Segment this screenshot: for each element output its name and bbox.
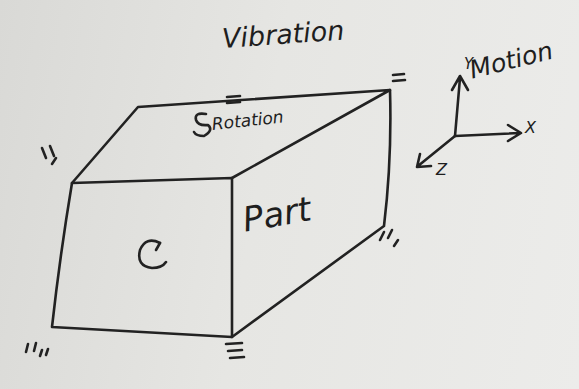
top-face xyxy=(72,90,390,183)
vibration-mark xyxy=(393,74,405,81)
front-face xyxy=(52,178,232,337)
rotation-label: Rotation xyxy=(211,108,284,132)
vibration-mark xyxy=(26,343,48,356)
rotation-spiral xyxy=(194,114,210,136)
arrow-head xyxy=(156,243,160,250)
axis-label: Y xyxy=(464,57,473,72)
rotation-arrow xyxy=(139,241,166,268)
vibration-label: Vibration xyxy=(221,16,345,51)
y-axis xyxy=(452,76,468,136)
vibration-mark xyxy=(227,96,240,103)
part-label: Part xyxy=(240,191,314,236)
vibration-mark xyxy=(42,146,56,164)
axis-label: Z xyxy=(436,162,447,178)
axis-label: X xyxy=(525,120,536,136)
vibration-mark xyxy=(380,230,398,246)
motion-label: Motion xyxy=(467,37,555,82)
vibration-mark xyxy=(226,343,244,358)
x-axis xyxy=(455,125,521,141)
